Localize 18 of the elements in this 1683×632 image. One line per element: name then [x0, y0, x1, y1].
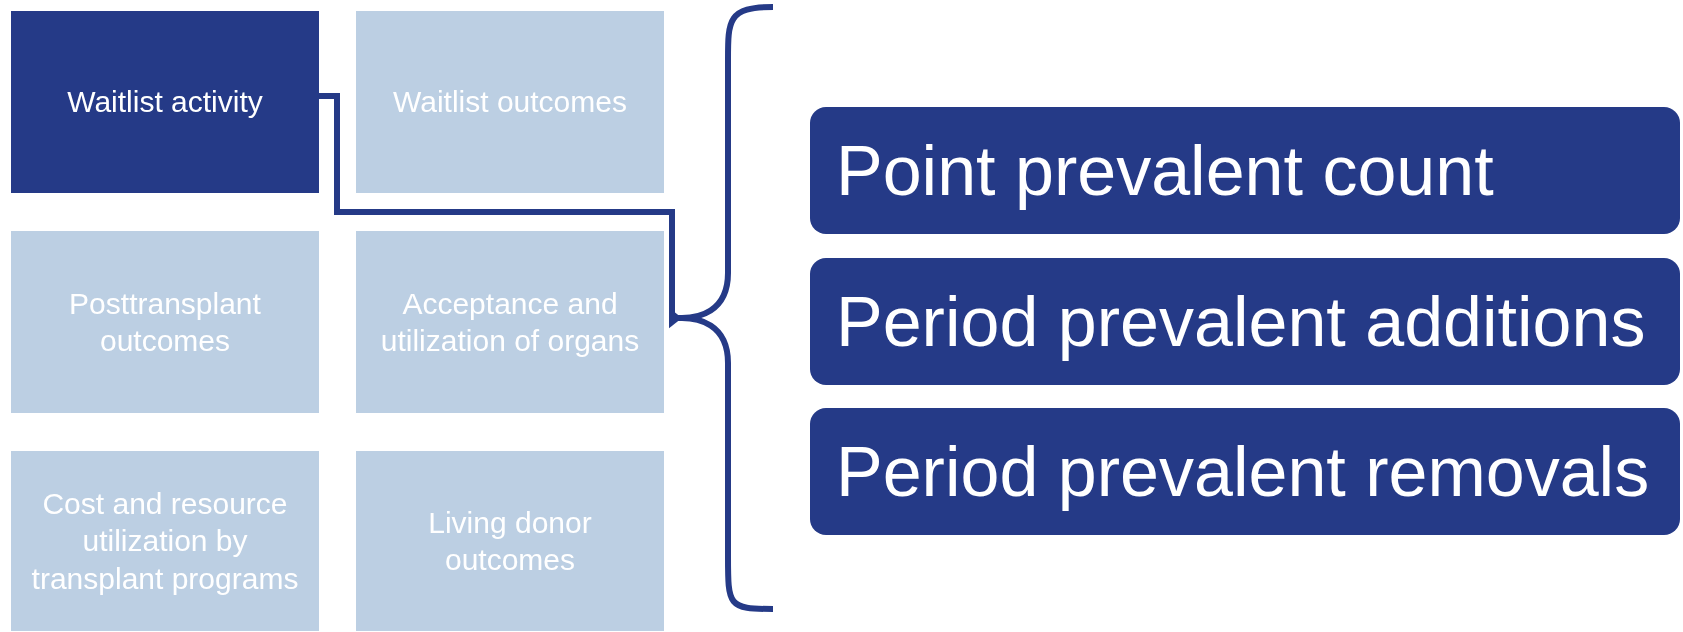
box-label: Waitlist activity	[67, 84, 263, 121]
box-label: Cost and resource utilization by transplant programs	[31, 485, 299, 597]
text-box	[810, 408, 1680, 535]
box-label: Acceptance and utilization of organs	[379, 285, 641, 359]
text-box	[11, 231, 319, 413]
text-box	[356, 231, 664, 413]
text-box	[356, 451, 664, 631]
box-label: Waitlist outcomes	[393, 84, 627, 121]
text-box	[356, 11, 664, 193]
box-label: Period prevalent removals	[836, 431, 1650, 512]
box-label: Point prevalent count	[836, 130, 1494, 211]
box-label: Period prevalent additions	[836, 281, 1646, 362]
text-box	[810, 107, 1680, 234]
box-label: Posttransplant outcomes	[68, 285, 262, 359]
text-box	[810, 258, 1680, 385]
box-label: Living donor outcomes	[427, 504, 593, 578]
text-box	[11, 451, 319, 631]
text-box	[11, 11, 319, 193]
